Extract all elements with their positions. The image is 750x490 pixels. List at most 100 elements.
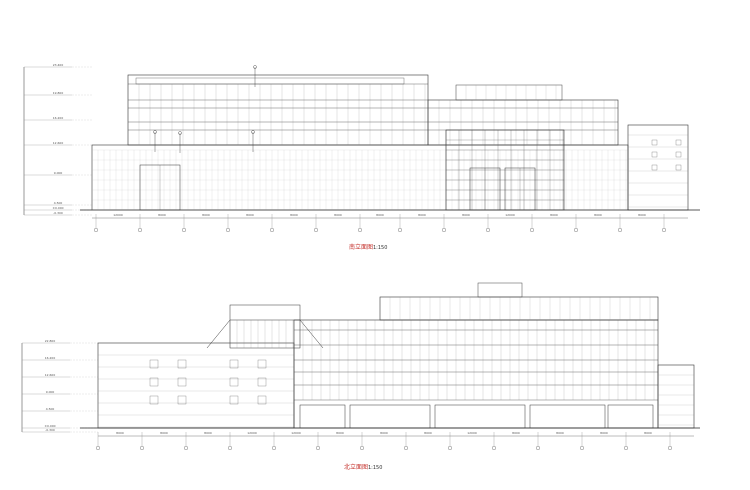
west-window <box>257 359 267 369</box>
level-label: 9.000 <box>46 390 55 394</box>
grid-bubble <box>181 227 186 232</box>
grid-bubble <box>624 446 629 451</box>
bay-dimension: 8000 <box>336 431 344 435</box>
grid-bubble <box>314 227 319 232</box>
west-window <box>149 395 159 405</box>
grid-bubble <box>272 446 277 451</box>
upper-block-east <box>427 99 619 146</box>
level-label: 12.600 <box>45 373 56 377</box>
roof-parapet <box>135 77 405 85</box>
bay-dimension: 8000 <box>424 431 432 435</box>
upper-block <box>127 74 429 146</box>
level-label: 4.500 <box>46 407 55 411</box>
bay-dimension: 8000 <box>638 213 646 217</box>
grid-bubble <box>536 446 541 451</box>
grid-bubble <box>316 446 321 451</box>
bay-dimension: 8000 <box>158 213 166 217</box>
annex-window <box>675 164 682 171</box>
east-annex <box>657 364 695 429</box>
bay-dimension: 12000 <box>113 213 123 217</box>
west-window <box>257 377 267 387</box>
level-label: -0.300 <box>53 211 63 215</box>
flag-pole-cap <box>253 65 257 69</box>
bay-dimension: 8000 <box>246 213 254 217</box>
annex-window <box>651 164 658 171</box>
grid-bubble <box>270 227 275 232</box>
level-label: 22.800 <box>45 339 56 343</box>
west-window <box>177 359 187 369</box>
grid-bubble <box>442 227 447 232</box>
top-floor <box>379 296 659 321</box>
ground-opening <box>349 404 431 429</box>
level-label: 16.200 <box>53 116 64 120</box>
bay-dimension: 8000 <box>594 213 602 217</box>
flag-pole-cap <box>178 131 182 135</box>
level-label: ±0.000 <box>52 206 63 210</box>
bay-dimension: 8000 <box>556 431 564 435</box>
bay-dimension: 12000 <box>291 431 301 435</box>
annex-window <box>651 151 658 158</box>
bay-dimension: 8000 <box>160 431 168 435</box>
bay-dimension: 12000 <box>467 431 477 435</box>
bay-dimension: 8000 <box>550 213 558 217</box>
rooftop-penthouse <box>477 282 523 298</box>
level-label: 9.000 <box>54 171 63 175</box>
west-window <box>149 359 159 369</box>
bay-dimension: 8000 <box>462 213 470 217</box>
grid-bubble <box>668 446 673 451</box>
west-window <box>177 395 187 405</box>
bay-dimension: 12000 <box>247 431 257 435</box>
ground-opening <box>299 404 346 429</box>
grid-bubble <box>360 446 365 451</box>
west-window <box>257 395 267 405</box>
grid-bubble <box>530 227 535 232</box>
west-window <box>177 377 187 387</box>
annex-window <box>675 139 682 146</box>
grid-bubble <box>662 227 667 232</box>
bay-dimension: 8000 <box>600 431 608 435</box>
grid-bubble <box>139 446 144 451</box>
bay-dimension: 8000 <box>418 213 426 217</box>
bay-dimension: 8000 <box>116 431 124 435</box>
level-label: 23.400 <box>53 63 64 67</box>
grid-bubble <box>93 227 98 232</box>
south-elevation-scale: 1:150 <box>373 245 387 251</box>
grid-bubble <box>404 446 409 451</box>
annex-window <box>675 151 682 158</box>
main-block <box>293 319 659 429</box>
level-label: -0.300 <box>45 428 55 432</box>
grid-bubble <box>137 227 142 232</box>
bay-dimension: 8000 <box>644 431 652 435</box>
bay-dimension: 8000 <box>334 213 342 217</box>
bay-dimension: 8000 <box>376 213 384 217</box>
level-label: 12.600 <box>53 141 64 145</box>
bay-dimension: 8000 <box>204 431 212 435</box>
grid-bubble <box>448 446 453 451</box>
south-elevation: 23.40019.80016.20012.6009.0004.500±0.000… <box>23 63 700 232</box>
level-label: 19.800 <box>53 91 64 95</box>
bay-dimension: 8000 <box>290 213 298 217</box>
north-elevation-title: 北立面图 <box>344 463 368 471</box>
west-window <box>229 359 239 369</box>
level-label: ±0.000 <box>44 424 55 428</box>
west-window <box>229 377 239 387</box>
ground-opening <box>434 404 526 429</box>
north-elevation: 22.800 16.200 12.600 9.000 4.500 ±0.000-0.300… <box>21 282 700 451</box>
east-annex <box>627 124 689 211</box>
grid-bubble <box>492 446 497 451</box>
grid-bubble <box>225 227 230 232</box>
west-block <box>97 342 295 429</box>
west-window <box>149 377 159 387</box>
podium-block <box>91 144 629 211</box>
bay-dimension: 12000 <box>505 213 515 217</box>
grid-bubble <box>486 227 491 232</box>
south-elevation-title: 南立面图 <box>349 243 373 251</box>
ground-opening <box>529 404 606 429</box>
level-label: 16.200 <box>45 356 56 360</box>
flag-pole-cap <box>251 130 255 134</box>
grid-bubble <box>358 227 363 232</box>
bay-dimension: 8000 <box>380 431 388 435</box>
west-window <box>229 395 239 405</box>
grid-bubble <box>95 446 100 451</box>
